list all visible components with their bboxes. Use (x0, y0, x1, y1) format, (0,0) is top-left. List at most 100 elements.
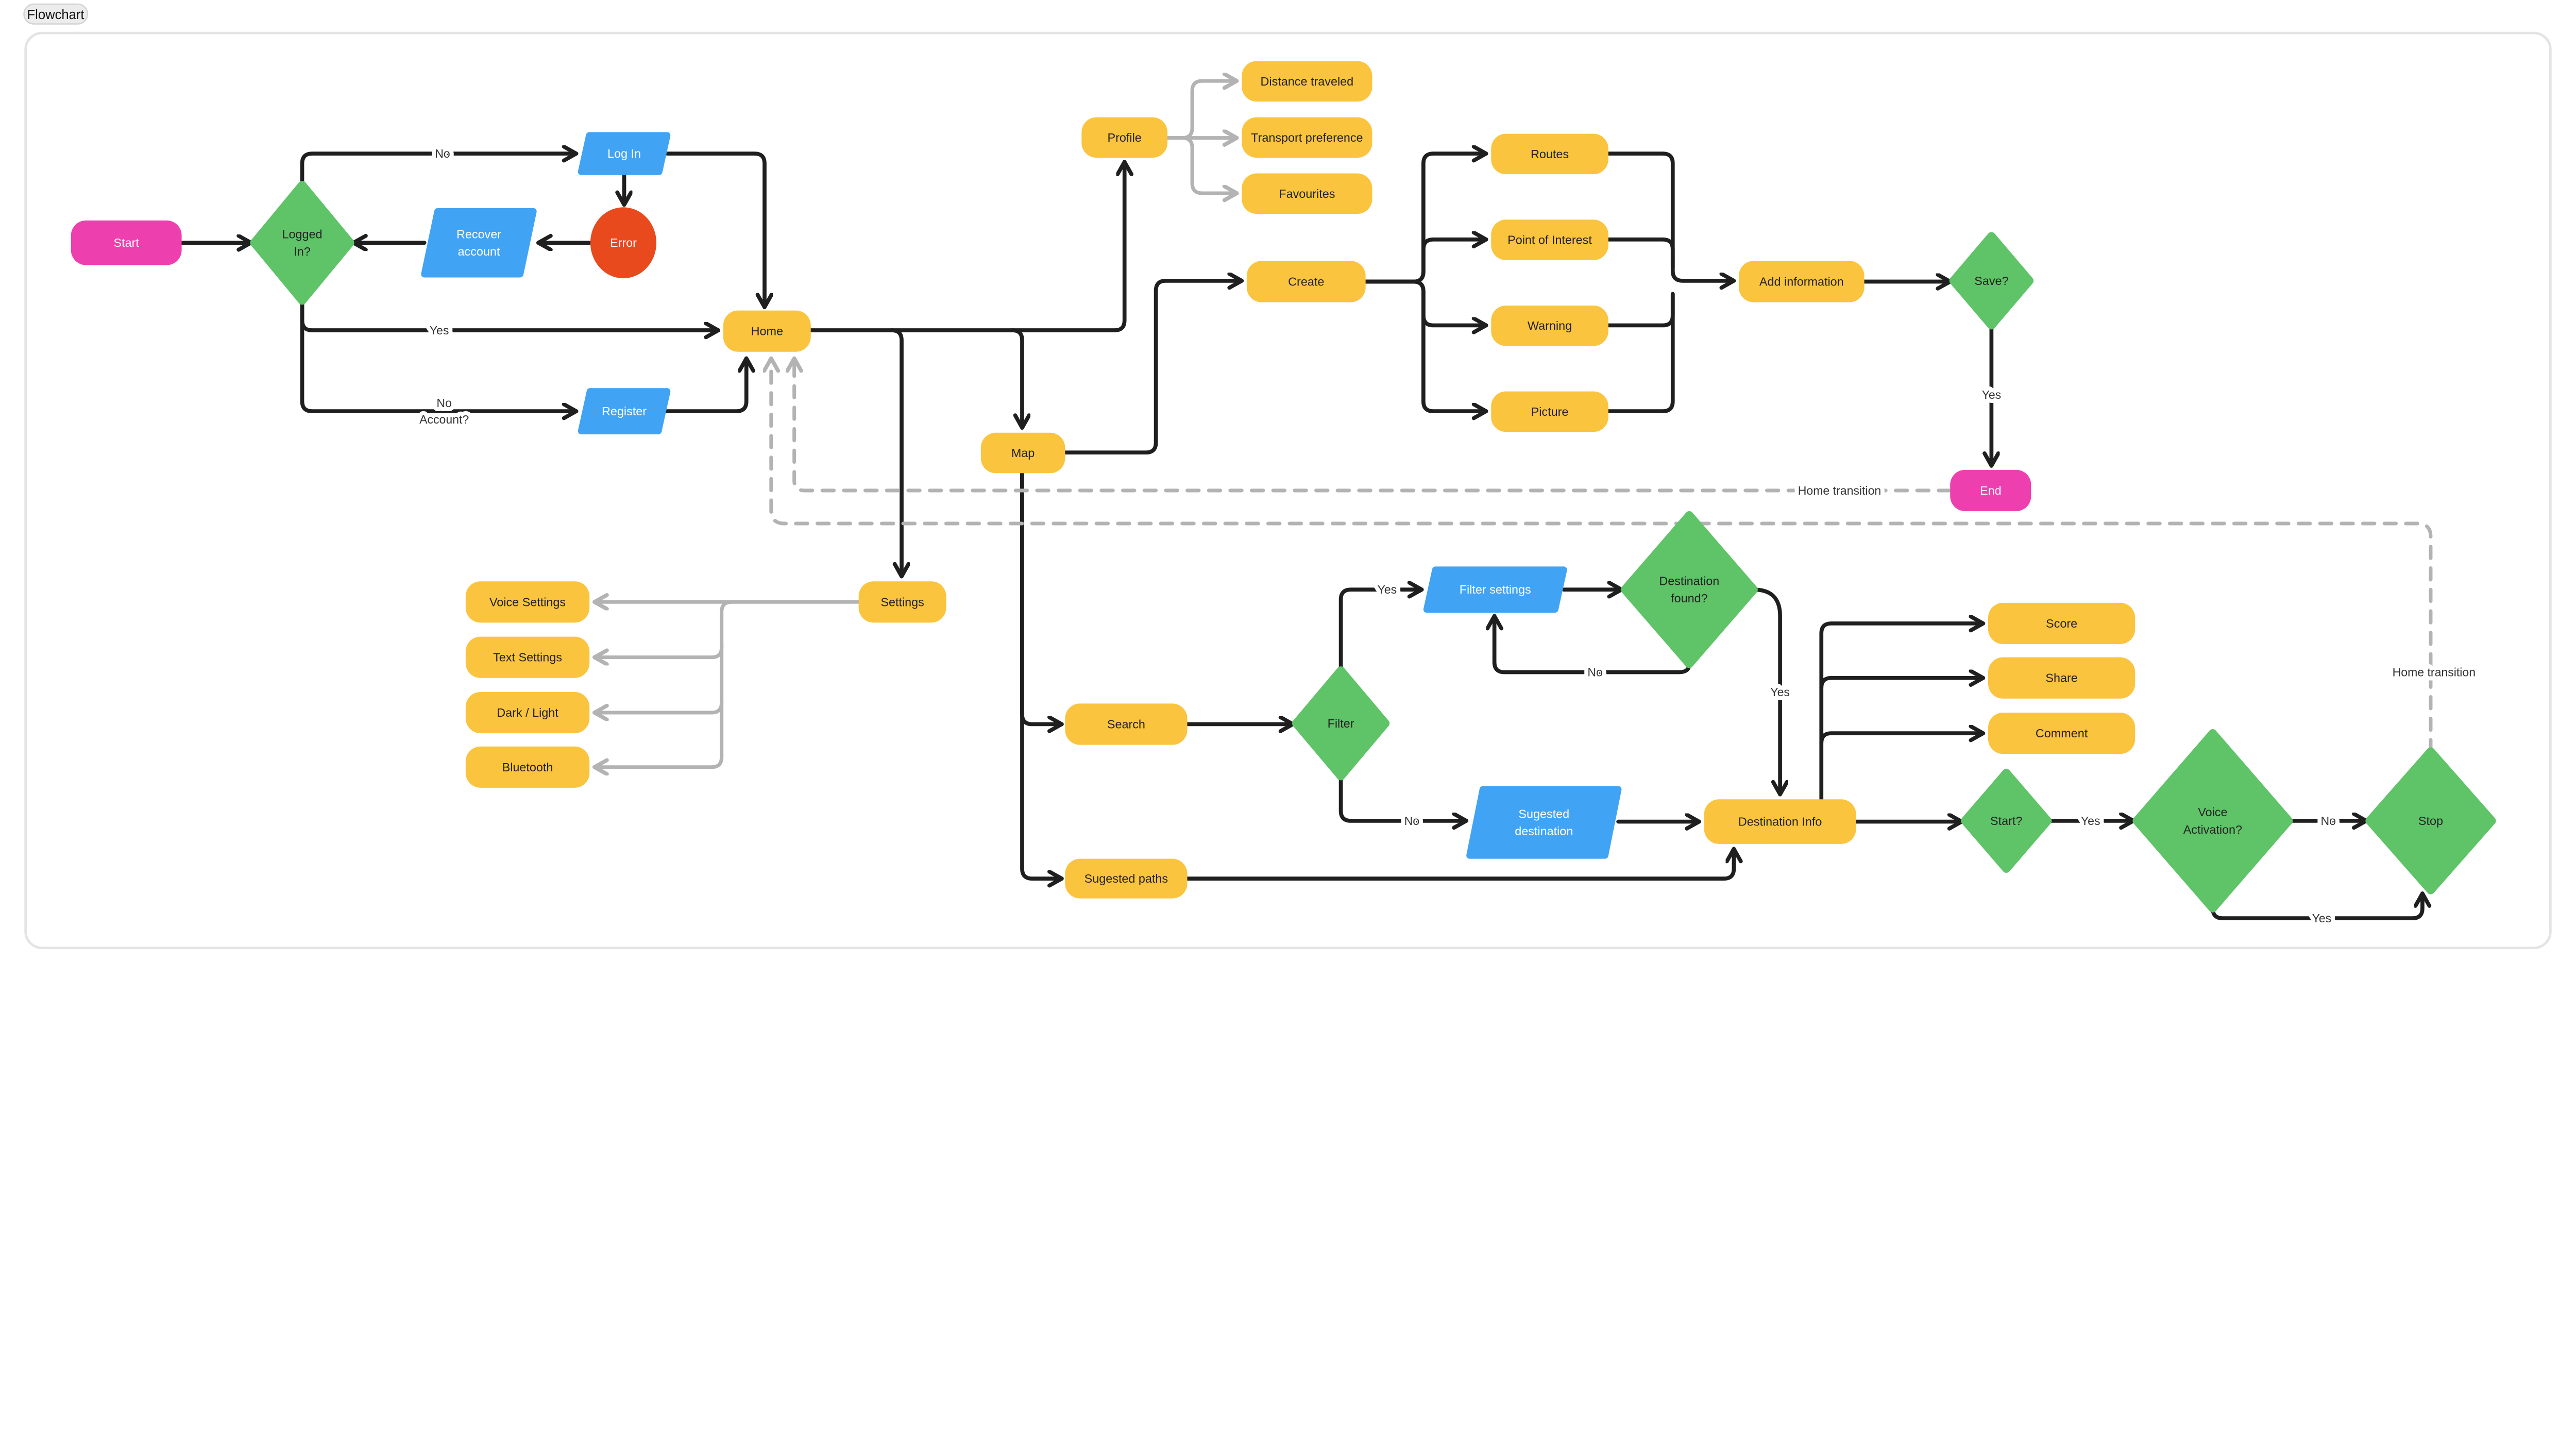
edge-destination-found-to-destination-info (1751, 587, 1780, 797)
node-warning[interactable]: Warning (1491, 305, 1608, 346)
node-filter-settings[interactable]: Filter settings (1423, 566, 1567, 613)
edge-label-voice-activation-to-stop: Yes (2312, 912, 2332, 925)
node-distance-traveled[interactable]: Distance traveled (1242, 61, 1372, 102)
node-end[interactable]: End (1950, 469, 2031, 511)
bluetooth-shape[interactable] (465, 746, 590, 788)
node-create[interactable]: Create (1246, 261, 1366, 302)
edge-log-in-to-home (665, 151, 765, 309)
edge-logged-in-to-log-in (300, 154, 579, 187)
node-share[interactable]: Share (1988, 657, 2136, 699)
share-shape[interactable] (1988, 657, 2136, 699)
recover-account-shape[interactable] (421, 208, 537, 278)
section-pill[interactable] (23, 3, 89, 25)
section-title: Flowchart (27, 8, 84, 22)
settings-shape[interactable] (858, 581, 946, 623)
node-text-settings[interactable]: Text Settings (465, 636, 590, 678)
point-of-interest-shape[interactable] (1491, 220, 1608, 260)
edge-map-to-sugested-paths (1020, 471, 1064, 879)
edge-label-logged-in-to-log-in: No (435, 147, 450, 160)
node-picture[interactable]: Picture (1491, 391, 1608, 432)
destination-info-shape[interactable] (1704, 799, 1856, 844)
dark-light-shape[interactable] (465, 691, 590, 734)
edge-label-stop-to-home: Home transition (2393, 665, 2476, 679)
comment-shape[interactable] (1988, 713, 2136, 754)
node-transport-preference[interactable]: Transport preference (1242, 117, 1372, 158)
edge-destination-info-to-score (1819, 623, 1986, 802)
text-settings-shape[interactable] (465, 636, 590, 678)
profile-shape[interactable] (1081, 117, 1168, 158)
sugested-destination-shape[interactable] (1466, 786, 1622, 859)
logged-in-shape[interactable] (250, 180, 354, 305)
home-shape[interactable] (723, 310, 811, 352)
edge-label-end-to-home: Home transition (1798, 484, 1882, 497)
destination-found-shape[interactable] (1620, 511, 1758, 668)
node-bluetooth[interactable]: Bluetooth (465, 746, 590, 788)
filter-settings-shape[interactable] (1423, 566, 1567, 613)
node-dark-light[interactable]: Dark / Light (465, 691, 590, 734)
edge-create-to-picture (1363, 279, 1488, 411)
edge-label-filter-to-filter-settings: Yes (1377, 583, 1397, 596)
canvas-frame[interactable] (24, 31, 2552, 950)
node-routes[interactable]: Routes (1491, 133, 1608, 175)
node-home[interactable]: Home (723, 310, 811, 352)
edge-end-to-home (794, 359, 1952, 493)
start-shape[interactable] (71, 220, 182, 265)
node-destination-info[interactable]: Destination Info (1704, 799, 1856, 844)
node-add-information[interactable]: Add information (1738, 261, 1865, 302)
picture-shape[interactable] (1491, 391, 1608, 432)
node-search[interactable]: Search (1065, 703, 1188, 745)
node-error[interactable]: Error (590, 207, 657, 279)
node-point-of-interest[interactable]: Point of Interest (1491, 220, 1608, 260)
edge-label-voice-activation-to-stop: No (2320, 814, 2335, 828)
node-voice-settings[interactable]: Voice Settings (465, 581, 590, 623)
voice-settings-shape[interactable] (465, 581, 590, 623)
filter-shape[interactable] (1292, 666, 1390, 781)
register-shape[interactable] (578, 388, 671, 434)
edge-settings-to-bluetooth (595, 700, 724, 767)
edge-home-to-profile (808, 160, 1125, 332)
edge-label-filter-to-sugested-destination: No (1404, 814, 1419, 828)
edge-label-destination-found-to-destination-info: Yes (1770, 685, 1790, 699)
create-shape[interactable] (1246, 261, 1366, 302)
node-map[interactable]: Map (980, 432, 1065, 474)
log-in-shape[interactable] (578, 132, 671, 175)
edge-map-to-create (1063, 281, 1244, 455)
transport-preference-shape[interactable] (1242, 117, 1372, 158)
edge-destination-info-to-comment (1819, 733, 1986, 746)
node-settings[interactable]: Settings (858, 581, 946, 623)
search-shape[interactable] (1065, 703, 1188, 745)
voice-activation-shape[interactable] (2132, 729, 2293, 913)
warning-shape[interactable] (1491, 305, 1608, 346)
edge-label-start-q-to-voice-activation: Yes (2081, 814, 2100, 828)
edge-destination-found-to-filter-settings (1495, 614, 1691, 674)
edge-label-save-to-end: Yes (1982, 388, 2002, 401)
add-information-shape[interactable] (1738, 261, 1865, 302)
node-start[interactable]: Start (71, 220, 182, 265)
edge-home-to-settings (889, 328, 902, 579)
node-sugested-paths[interactable]: Sugested paths (1065, 858, 1188, 899)
node-favourites[interactable]: Favourites (1242, 173, 1372, 214)
node-register[interactable]: Register (578, 388, 671, 434)
edge-routes-to-add-information (1606, 151, 1736, 281)
node-log-in[interactable]: Log In (578, 132, 671, 175)
error-shape[interactable] (590, 207, 657, 279)
end-shape[interactable] (1950, 469, 2031, 511)
stop-shape[interactable] (2365, 747, 2496, 895)
node-score[interactable]: Score (1988, 602, 2136, 644)
section-label[interactable]: Flowchart (23, 3, 89, 25)
edge-sugested-paths-to-destination-info (1185, 847, 1734, 881)
map-shape[interactable] (980, 432, 1065, 474)
sugested-paths-shape[interactable] (1065, 858, 1188, 899)
favourites-shape[interactable] (1242, 173, 1372, 214)
edge-destination-info-to-share (1819, 678, 1986, 690)
save-shape[interactable] (1949, 232, 2034, 330)
start-q-shape[interactable] (1961, 768, 2052, 873)
node-comment[interactable]: Comment (1988, 713, 2136, 754)
score-shape[interactable] (1988, 602, 2136, 644)
node-profile[interactable]: Profile (1081, 117, 1168, 158)
distance-traveled-shape[interactable] (1242, 61, 1372, 102)
routes-shape[interactable] (1491, 133, 1608, 175)
